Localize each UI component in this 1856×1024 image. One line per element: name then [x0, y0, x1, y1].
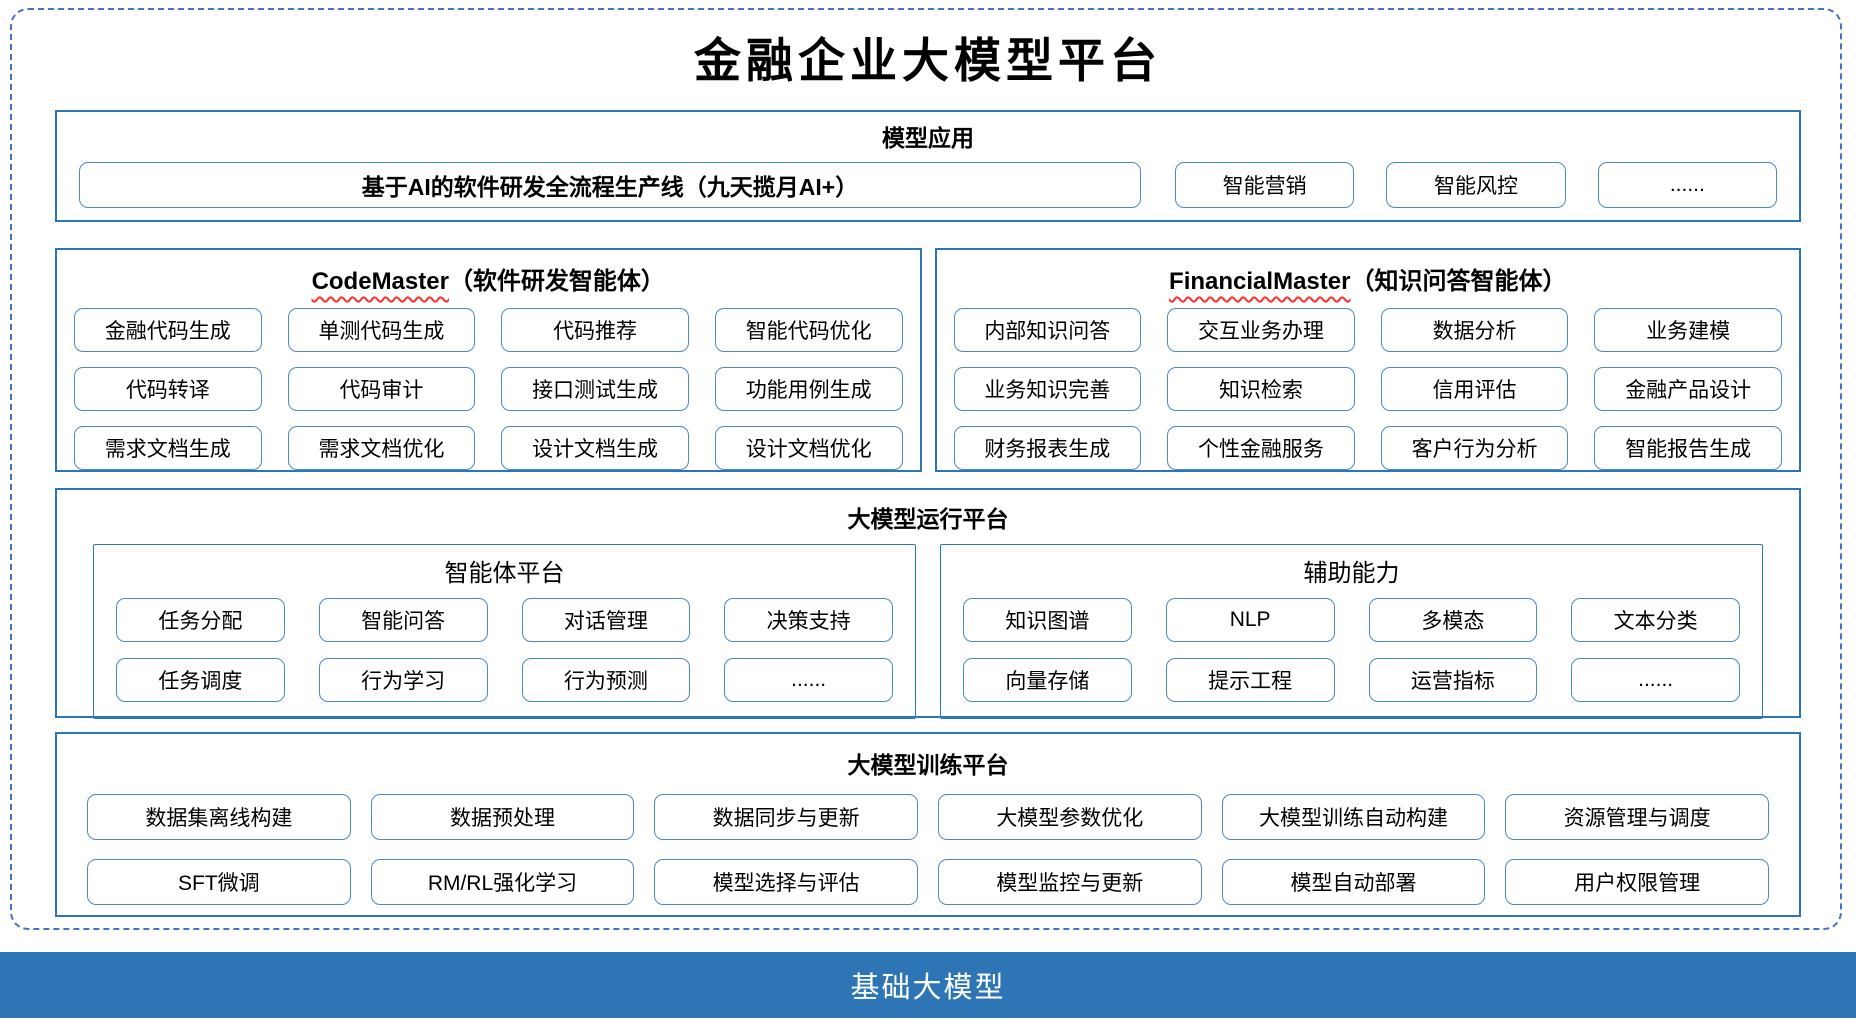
auxiliary-capability-item: 向量存储 — [963, 658, 1132, 702]
auxiliary-capability-header: 辅助能力 — [1303, 560, 1400, 587]
auxiliary-capability-item: 文本分类 — [1571, 598, 1740, 642]
code-master-item: 接口测试生成 — [501, 367, 689, 411]
base-model-bar: 基础大模型 — [0, 952, 1856, 1018]
code-master-item: 金融代码生成 — [74, 308, 262, 352]
auxiliary-capability-item: 提示工程 — [1165, 658, 1335, 702]
code-master-name: CodeMaster — [311, 268, 449, 295]
model-application-items: 智能营销智能风控...... — [1175, 162, 1777, 208]
run-platform-row: 智能体平台 任务分配智能问答对话管理决策支持任务调度行为学习行为预测......… — [93, 544, 1763, 719]
code-master-item: 代码推荐 — [501, 308, 689, 352]
code-master-item: 功能用例生成 — [714, 367, 903, 411]
section-code-master: CodeMaster（软件研发智能体） 金融代码生成单测代码生成代码推荐智能代码… — [55, 248, 922, 472]
financial-master-item: 交互业务办理 — [1167, 308, 1355, 352]
financial-master-subtitle: （知识问答智能体） — [1350, 268, 1567, 295]
model-application-row: 基于AI的软件研发全流程生产线（九天揽月AI+） 智能营销智能风控...... — [79, 162, 1777, 208]
section-model-application: 模型应用 基于AI的软件研发全流程生产线（九天揽月AI+） 智能营销智能风控..… — [55, 110, 1801, 222]
agent-platform-item: 任务分配 — [116, 598, 285, 642]
agent-platform-item: ...... — [724, 658, 893, 702]
financial-master-item: 数据分析 — [1380, 308, 1569, 352]
section-run-platform: 大模型运行平台 智能体平台 任务分配智能问答对话管理决策支持任务调度行为学习行为… — [55, 488, 1801, 719]
run-platform-header: 大模型运行平台 — [847, 506, 1009, 532]
agent-platform-item: 对话管理 — [521, 598, 691, 642]
diagram-title: 金融企业大模型平台 — [694, 34, 1162, 89]
code-master-item: 智能代码优化 — [714, 308, 903, 352]
agent-platform-grid: 任务分配智能问答对话管理决策支持任务调度行为学习行为预测...... — [116, 598, 893, 702]
train-platform-item: 模型监控与更新 — [937, 859, 1202, 905]
auxiliary-capability-item: 知识图谱 — [963, 598, 1132, 642]
agent-platform-header: 智能体平台 — [444, 560, 565, 587]
train-platform-item: 模型自动部署 — [1221, 859, 1486, 905]
base-model-label: 基础大模型 — [850, 972, 1006, 1004]
auxiliary-capability-item: 运营指标 — [1368, 658, 1538, 702]
financial-master-item: 业务建模 — [1594, 308, 1782, 352]
code-master-item: 代码审计 — [287, 367, 476, 411]
code-master-item: 单测代码生成 — [287, 308, 476, 352]
train-platform-item: 大模型训练自动构建 — [1221, 794, 1486, 840]
section-train-platform: 大模型训练平台 数据集离线构建数据预处理数据同步与更新大模型参数优化大模型训练自… — [55, 732, 1801, 917]
financial-master-item: 金融产品设计 — [1594, 367, 1782, 411]
financial-master-item: 客户行为分析 — [1380, 426, 1569, 470]
model-application-item: 智能营销 — [1175, 162, 1355, 208]
code-master-subtitle: （软件研发智能体） — [448, 268, 665, 295]
train-platform-item: 数据集离线构建 — [87, 794, 351, 840]
code-master-header: CodeMaster（软件研发智能体） — [74, 261, 903, 296]
train-platform-item: 用户权限管理 — [1505, 859, 1769, 905]
model-application-header: 模型应用 — [882, 125, 974, 151]
code-master-item: 设计文档生成 — [501, 426, 689, 470]
financial-master-item: 智能报告生成 — [1594, 426, 1782, 470]
financial-master-item: 财务报表生成 — [953, 426, 1142, 470]
financial-master-grid: 内部知识问答交互业务办理数据分析业务建模业务知识完善知识检索信用评估金融产品设计… — [953, 308, 1782, 470]
outer-dashed-border — [10, 8, 1842, 930]
auxiliary-capability-grid: 知识图谱 NLP 多模态文本分类向量存储提示工程运营指标...... — [963, 598, 1740, 702]
train-platform-item: SFT微调 — [87, 859, 351, 905]
financial-master-item: 个性金融服务 — [1167, 426, 1355, 470]
financial-master-item: 信用评估 — [1380, 367, 1569, 411]
agent-platform-item: 决策支持 — [724, 598, 893, 642]
code-master-item: 设计文档优化 — [714, 426, 903, 470]
code-master-item: 需求文档生成 — [74, 426, 262, 470]
financial-master-item: 内部知识问答 — [953, 308, 1142, 352]
agent-platform-item: 行为预测 — [521, 658, 691, 702]
train-platform-item: 数据同步与更新 — [654, 794, 918, 840]
train-platform-item: RM/RL强化学习 — [370, 859, 635, 905]
train-platform-grid: 数据集离线构建数据预处理数据同步与更新大模型参数优化大模型训练自动构建资源管理与… — [87, 794, 1769, 905]
code-master-item: 代码转译 — [74, 367, 262, 411]
train-platform-header: 大模型训练平台 — [847, 752, 1009, 778]
code-master-grid: 金融代码生成单测代码生成代码推荐智能代码优化代码转译代码审计接口测试生成功能用例… — [74, 308, 903, 470]
agent-platform-item: 智能问答 — [318, 598, 488, 642]
agent-platform-item: 任务调度 — [116, 658, 285, 702]
auxiliary-capability-item: 多模态 — [1368, 598, 1538, 642]
agent-platform-box: 智能体平台 任务分配智能问答对话管理决策支持任务调度行为学习行为预测...... — [93, 544, 916, 719]
code-master-item: 需求文档优化 — [287, 426, 476, 470]
train-platform-item: 数据预处理 — [370, 794, 635, 840]
section-financial-master: FinancialMaster（知识问答智能体） 内部知识问答交互业务办理数据分… — [934, 248, 1801, 472]
model-application-item: 智能风控 — [1386, 162, 1566, 208]
financial-master-item: 知识检索 — [1167, 367, 1355, 411]
model-application-item: ...... — [1597, 162, 1777, 208]
train-platform-item: 模型选择与评估 — [654, 859, 918, 905]
financial-master-item: 业务知识完善 — [953, 367, 1142, 411]
auxiliary-capability-box: 辅助能力 知识图谱 NLP 多模态文本分类向量存储提示工程运营指标...... — [940, 544, 1763, 719]
train-platform-item: 大模型参数优化 — [937, 794, 1202, 840]
auxiliary-capability-item: ...... — [1571, 658, 1740, 702]
agents-row: CodeMaster（软件研发智能体） 金融代码生成单测代码生成代码推荐智能代码… — [55, 248, 1801, 472]
ai-pipeline-box: 基于AI的软件研发全流程生产线（九天揽月AI+） — [79, 162, 1141, 208]
train-platform-item: 资源管理与调度 — [1505, 794, 1769, 840]
financial-master-name: FinancialMaster — [1169, 268, 1351, 295]
financial-master-header: FinancialMaster（知识问答智能体） — [954, 261, 1783, 296]
agent-platform-item: 行为学习 — [318, 658, 488, 702]
auxiliary-capability-item: NLP — [1165, 598, 1335, 642]
